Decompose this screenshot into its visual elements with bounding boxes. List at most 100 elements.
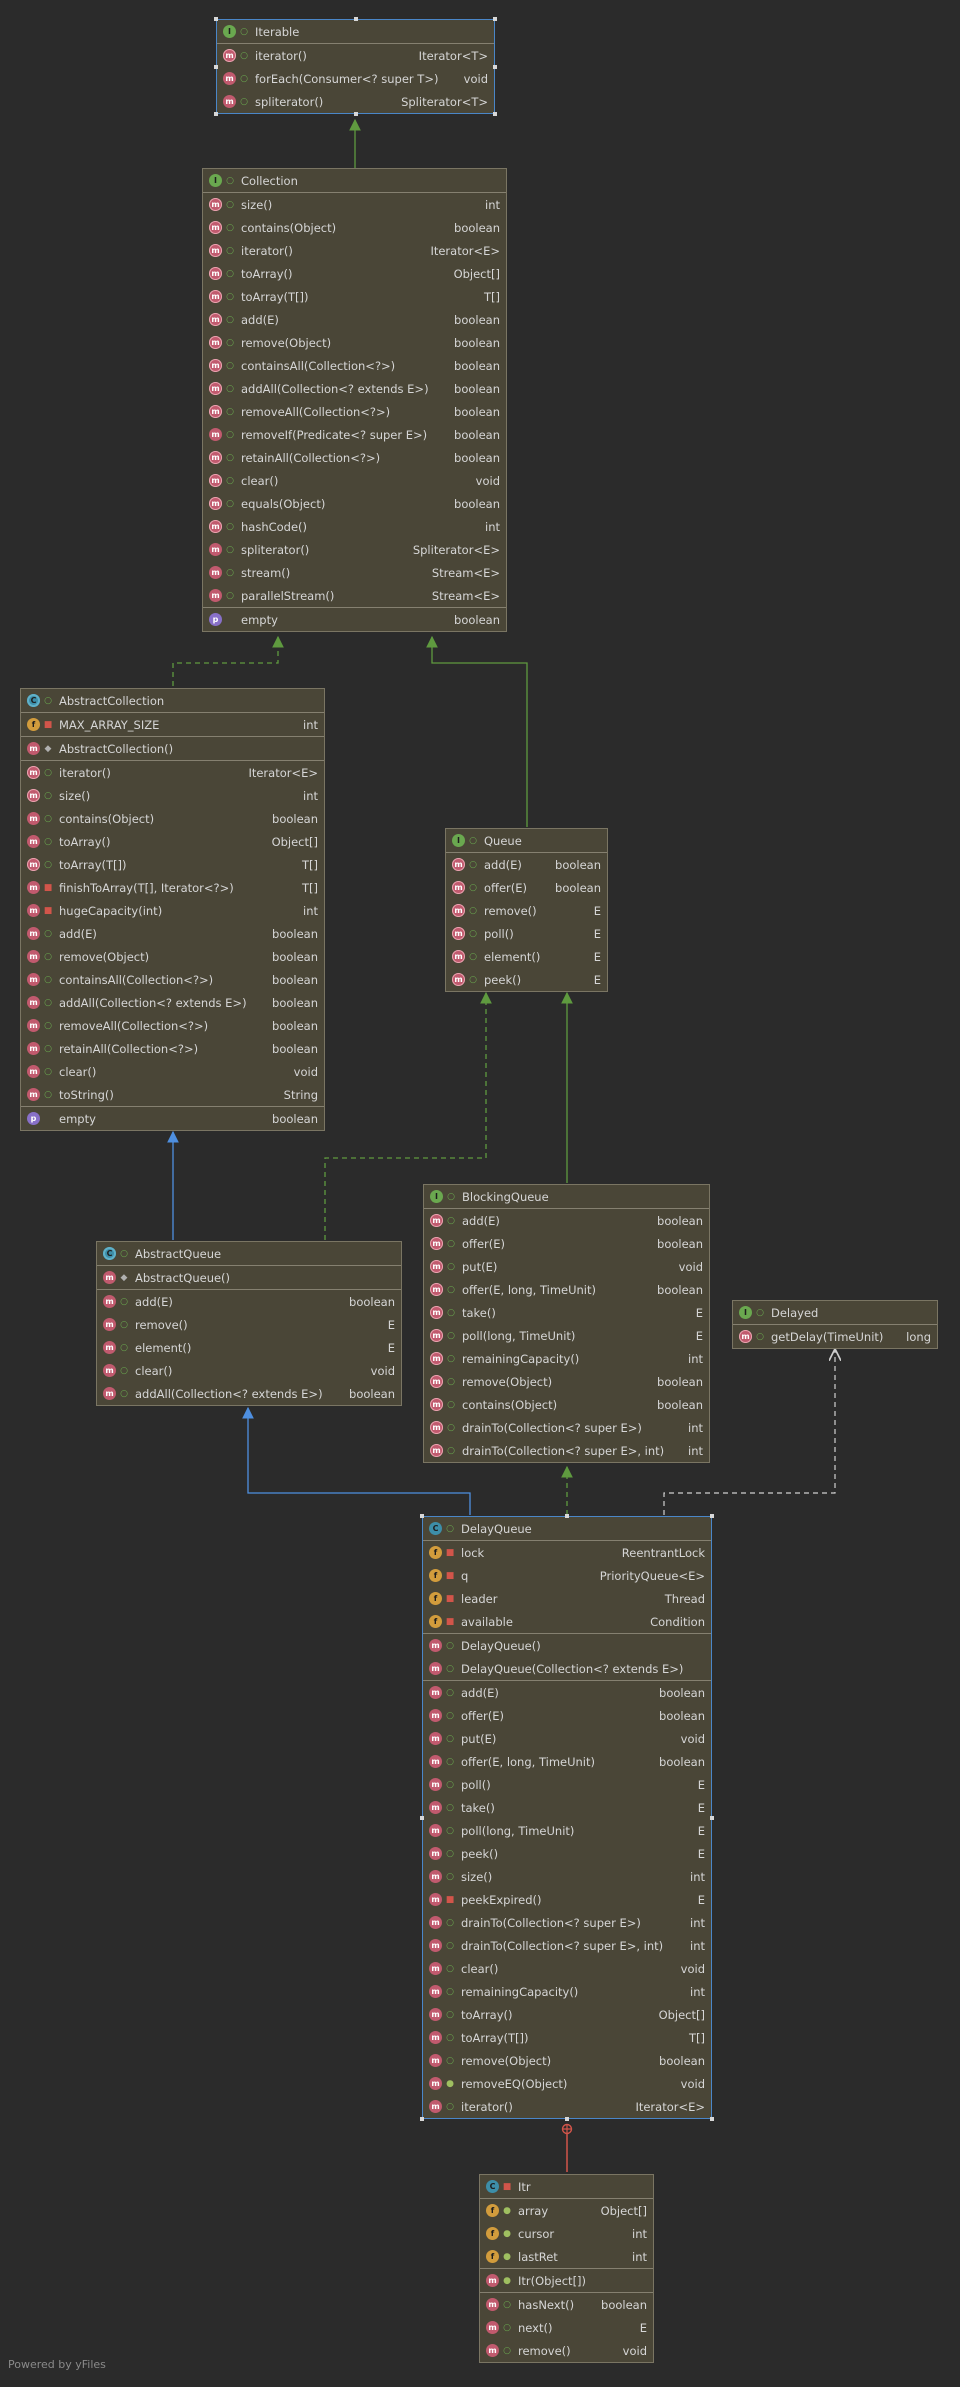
member-row[interactable]: m○drainTo(Collection<? super E>)int <box>423 1911 711 1934</box>
member-row[interactable]: m○removeAll(Collection<?>)boolean <box>21 1014 324 1037</box>
selection-handle[interactable] <box>214 17 218 21</box>
member-row[interactable]: m○DelayQueue(Collection<? extends E>) <box>423 1657 711 1680</box>
member-row[interactable]: m○contains(Object)boolean <box>424 1393 709 1416</box>
member-row[interactable]: m○add(E)boolean <box>97 1290 401 1313</box>
member-row[interactable]: m●Itr(Object[]) <box>480 2269 653 2292</box>
member-row[interactable]: m○remove()E <box>97 1313 401 1336</box>
member-row[interactable]: m○clear()void <box>423 1957 711 1980</box>
member-row[interactable]: m○toArray(T[])T[] <box>203 285 506 308</box>
class-node-header[interactable]: C○AbstractCollection <box>21 689 324 713</box>
member-row[interactable]: m○getDelay(TimeUnit)long <box>733 1325 937 1348</box>
member-row[interactable]: m○containsAll(Collection<?>)boolean <box>203 354 506 377</box>
member-row[interactable]: m○equals(Object)boolean <box>203 492 506 515</box>
member-row[interactable]: m○add(E)boolean <box>446 853 607 876</box>
selection-handle[interactable] <box>565 2117 569 2121</box>
member-row[interactable]: m○drainTo(Collection<? super E>, int)int <box>424 1439 709 1462</box>
member-row[interactable]: m○peek()E <box>446 968 607 991</box>
member-row[interactable]: m○poll()E <box>446 922 607 945</box>
class-node-header[interactable]: C■Itr <box>480 2175 653 2199</box>
member-row[interactable]: m■finishToArray(T[], Iterator<?>)T[] <box>21 876 324 899</box>
class-node-header[interactable]: C○DelayQueue <box>423 1517 711 1541</box>
member-row[interactable]: m○poll(long, TimeUnit)E <box>423 1819 711 1842</box>
member-row[interactable]: m○remainingCapacity()int <box>424 1347 709 1370</box>
member-row[interactable]: m■hugeCapacity(int)int <box>21 899 324 922</box>
member-row[interactable]: m○size()int <box>203 193 506 216</box>
member-row[interactable]: m○put(E)void <box>424 1255 709 1278</box>
member-row[interactable]: m○addAll(Collection<? extends E>)boolean <box>203 377 506 400</box>
member-row[interactable]: m○toArray(T[])T[] <box>21 853 324 876</box>
member-row[interactable]: m○clear()void <box>97 1359 401 1382</box>
member-row[interactable]: m○containsAll(Collection<?>)boolean <box>21 968 324 991</box>
class-node-header[interactable]: C○AbstractQueue <box>97 1242 401 1266</box>
member-row[interactable]: m○spliterator()Spliterator<E> <box>203 538 506 561</box>
member-row[interactable]: m○toString()String <box>21 1083 324 1106</box>
member-row[interactable]: m○toArray(T[])T[] <box>423 2026 711 2049</box>
selection-handle[interactable] <box>710 2117 714 2121</box>
member-row[interactable]: m○retainAll(Collection<?>)boolean <box>203 446 506 469</box>
member-row[interactable]: m○poll()E <box>423 1773 711 1796</box>
selection-handle[interactable] <box>420 1815 424 1820</box>
member-row[interactable]: m○size()int <box>423 1865 711 1888</box>
member-row[interactable]: m○offer(E)boolean <box>446 876 607 899</box>
member-row[interactable]: m○removeAll(Collection<?>)boolean <box>203 400 506 423</box>
member-row[interactable]: m◆AbstractCollection() <box>21 737 324 760</box>
member-row[interactable]: m○element()E <box>97 1336 401 1359</box>
member-row[interactable]: m○take()E <box>424 1301 709 1324</box>
member-row[interactable]: m○addAll(Collection<? extends E>)boolean <box>21 991 324 1014</box>
selection-handle[interactable] <box>214 112 218 116</box>
member-row[interactable]: m○hashCode()int <box>203 515 506 538</box>
class-node-header[interactable]: I○Queue <box>446 829 607 853</box>
member-row[interactable]: m○iterator()Iterator<T> <box>217 44 494 67</box>
member-row[interactable]: m○offer(E, long, TimeUnit)boolean <box>423 1750 711 1773</box>
selection-handle[interactable] <box>353 112 358 116</box>
member-row[interactable]: m○remove(Object)boolean <box>203 331 506 354</box>
member-row[interactable]: m○contains(Object)boolean <box>203 216 506 239</box>
selection-handle[interactable] <box>565 1514 569 1518</box>
member-row[interactable]: m○remove()E <box>446 899 607 922</box>
selection-handle[interactable] <box>420 2117 424 2121</box>
member-row[interactable]: m○take()E <box>423 1796 711 1819</box>
member-row[interactable]: m○remove(Object)boolean <box>21 945 324 968</box>
member-row[interactable]: m○contains(Object)boolean <box>21 807 324 830</box>
class-node-header[interactable]: I○Delayed <box>733 1301 937 1325</box>
member-row[interactable]: m○DelayQueue() <box>423 1634 711 1657</box>
member-row[interactable]: m○retainAll(Collection<?>)boolean <box>21 1037 324 1060</box>
member-row[interactable]: m○add(E)boolean <box>424 1209 709 1232</box>
selection-handle[interactable] <box>493 17 497 21</box>
member-row[interactable]: m○parallelStream()Stream<E> <box>203 584 506 607</box>
member-row[interactable]: m○removeIf(Predicate<? super E>)boolean <box>203 423 506 446</box>
member-row[interactable]: m○peek()E <box>423 1842 711 1865</box>
member-row[interactable]: m■peekExpired()E <box>423 1888 711 1911</box>
member-row[interactable]: m○stream()Stream<E> <box>203 561 506 584</box>
member-row[interactable]: m○drainTo(Collection<? super E>, int)int <box>423 1934 711 1957</box>
member-row[interactable]: m○poll(long, TimeUnit)E <box>424 1324 709 1347</box>
selection-handle[interactable] <box>493 112 497 116</box>
member-row[interactable]: m○add(E)boolean <box>203 308 506 331</box>
member-row[interactable]: m○toArray()Object[] <box>203 262 506 285</box>
member-row[interactable]: m○addAll(Collection<? extends E>)boolean <box>97 1382 401 1405</box>
member-row[interactable]: m○remainingCapacity()int <box>423 1980 711 2003</box>
member-row[interactable]: m○toArray()Object[] <box>21 830 324 853</box>
member-row[interactable]: m○size()int <box>21 784 324 807</box>
member-row[interactable]: m○clear()void <box>203 469 506 492</box>
member-row[interactable]: m○iterator()Iterator<E> <box>423 2095 711 2118</box>
member-row[interactable]: m○add(E)boolean <box>21 922 324 945</box>
member-row[interactable]: m○toArray()Object[] <box>423 2003 711 2026</box>
member-row[interactable]: m◆AbstractQueue() <box>97 1266 401 1289</box>
selection-handle[interactable] <box>493 64 497 69</box>
